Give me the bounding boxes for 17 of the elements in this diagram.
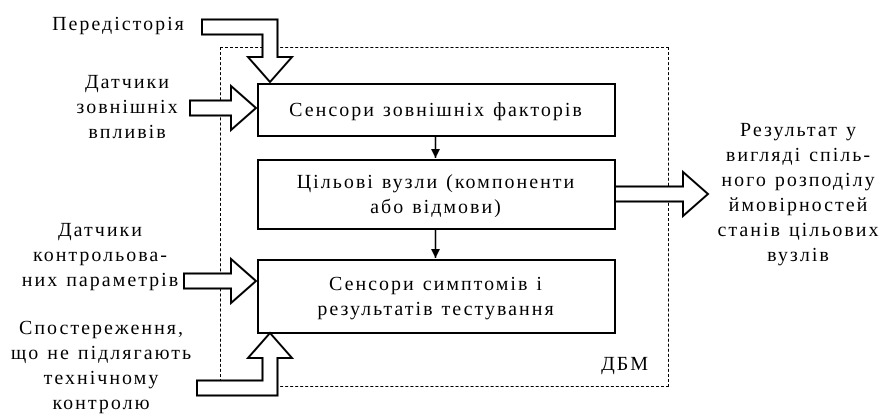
input-text: Результат у вигляді спіль- ного розподілу ймовірностей станів цільових вузлів — [708, 118, 890, 270]
block-arrow — [201, 18, 294, 84]
block-arrow — [196, 331, 294, 396]
input-text: Датчики контрольова- них параметрів — [18, 218, 184, 294]
input-text: Передісторія — [36, 12, 202, 42]
arrow — [431, 136, 440, 158]
dashed-boundary — [220, 47, 669, 387]
process-box: Сенсори зовнішніх факторів — [257, 83, 616, 137]
process-box: Цільові вузли (компоненти або відмови) — [257, 159, 616, 230]
block-arrow — [189, 84, 258, 132]
boundary-label: ДБМ — [601, 352, 650, 376]
arrow — [431, 229, 440, 258]
block-arrow — [183, 256, 258, 306]
input-text: Спостереження, що не підлягають технічному контролю — [7, 316, 197, 416]
process-box: Сенсори симптомів і результатів тестування — [257, 259, 616, 334]
block-arrow — [614, 170, 710, 218]
input-text: Датчики зовнішніх впливів — [66, 70, 190, 146]
